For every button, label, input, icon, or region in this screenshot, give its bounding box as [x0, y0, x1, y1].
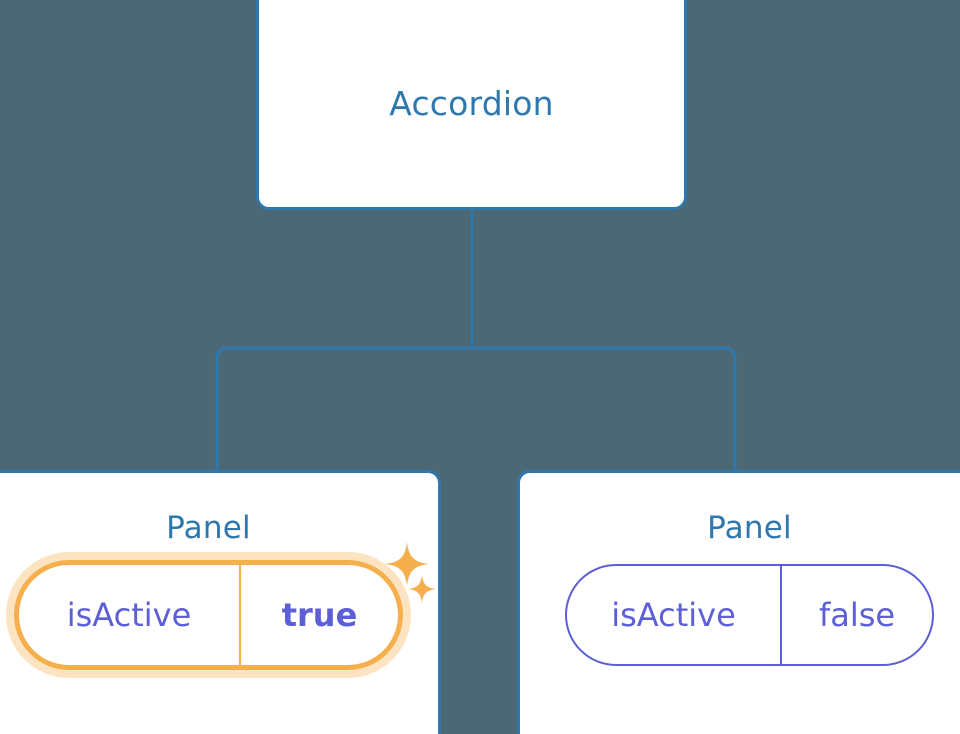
node-panel-active-title: Panel	[166, 510, 251, 546]
node-panel-active[interactable]: Panel isActive true	[0, 470, 441, 734]
connector-branch-left	[215, 346, 472, 472]
node-accordion-title: Accordion	[389, 83, 554, 123]
connector-branch-right	[472, 346, 737, 472]
prop-pill-is-active-false[interactable]: isActive false	[565, 564, 934, 666]
prop-value-label: false	[818, 596, 896, 634]
node-panel-inactive-title: Panel	[707, 510, 792, 546]
node-accordion[interactable]: Accordion	[256, 0, 687, 210]
prop-pill-is-active-true[interactable]: isActive true	[14, 560, 403, 670]
prop-pill-wrapper-active: isActive true	[14, 560, 403, 670]
prop-key-label: isActive	[567, 566, 782, 664]
prop-value-label: true	[281, 596, 358, 634]
prop-key-label: isActive	[19, 565, 241, 665]
node-panel-inactive[interactable]: Panel isActive false	[517, 470, 960, 734]
